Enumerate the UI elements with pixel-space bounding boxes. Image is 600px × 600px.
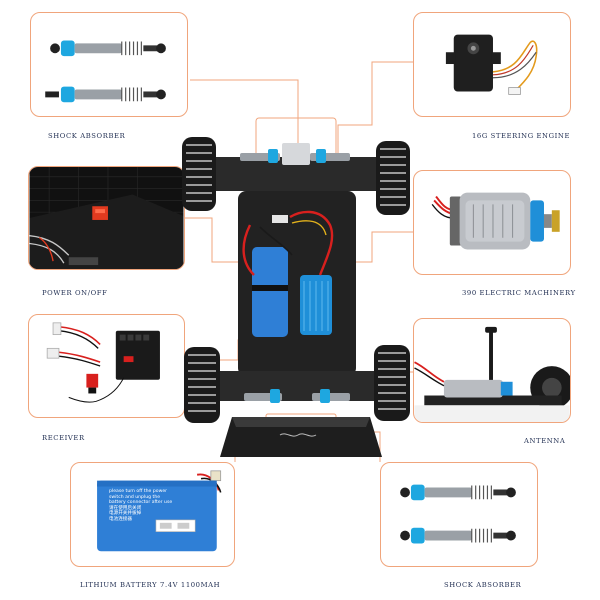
power-switch-icon bbox=[29, 167, 184, 269]
antenna-icon bbox=[414, 326, 570, 422]
antenna-label: ANTENNA bbox=[524, 437, 566, 445]
sticker-line-5: 电源开关并拔掉 bbox=[109, 511, 142, 517]
front-right-wheel bbox=[376, 141, 410, 215]
front-left-wheel bbox=[182, 137, 216, 211]
receiver-icon bbox=[46, 322, 160, 403]
power-switch-box bbox=[28, 166, 185, 270]
shock-absorber-bottom-box bbox=[380, 462, 538, 567]
receiver-label: RECEIVER bbox=[42, 434, 85, 442]
shock-absorber-icon bbox=[45, 40, 166, 103]
shock-absorber-top-label: SHOCK ABSORBER bbox=[48, 132, 126, 140]
sticker-line-2: switch and unplug the bbox=[109, 494, 161, 500]
sticker-line-6: 电池连接器 bbox=[109, 516, 132, 522]
antenna-box bbox=[413, 318, 571, 423]
sticker-line-4: 请在使用后关闭 bbox=[109, 505, 142, 511]
power-switch-label: POWER ON/OFF bbox=[42, 289, 108, 297]
battery-sticker-text: please turn off the power switch and unp… bbox=[109, 489, 204, 523]
sticker-line-1: please turn off the power bbox=[109, 489, 168, 494]
rear-axle bbox=[206, 371, 386, 401]
shock-absorber-top-box bbox=[30, 12, 188, 117]
receiver-box bbox=[28, 314, 185, 418]
motor-icon bbox=[431, 192, 560, 250]
sticker-line-3: battery connector after use bbox=[109, 500, 173, 506]
rear-right-wheel bbox=[374, 345, 410, 421]
front-axle bbox=[210, 157, 385, 191]
battery-icon bbox=[97, 470, 222, 552]
steering-engine-box bbox=[413, 12, 571, 117]
motor-label: 390 ELECTRIC MACHINERY bbox=[462, 289, 576, 297]
chassis-battery bbox=[252, 247, 288, 337]
rear-left-wheel bbox=[184, 347, 220, 423]
battery-label: LITHIUM BATTERY 7.4V 1100MAH bbox=[80, 581, 221, 589]
shock-absorber-icon bbox=[400, 484, 516, 544]
motor-box bbox=[413, 170, 571, 275]
battery-box: please turn off the power switch and unp… bbox=[70, 462, 235, 567]
shock-absorber-bottom-label: SHOCK ABSORBER bbox=[444, 581, 522, 589]
steering-engine-label: 16G STEERING ENGINE bbox=[472, 132, 571, 140]
rc-car-top-view bbox=[182, 137, 410, 457]
servo-icon bbox=[445, 34, 538, 95]
